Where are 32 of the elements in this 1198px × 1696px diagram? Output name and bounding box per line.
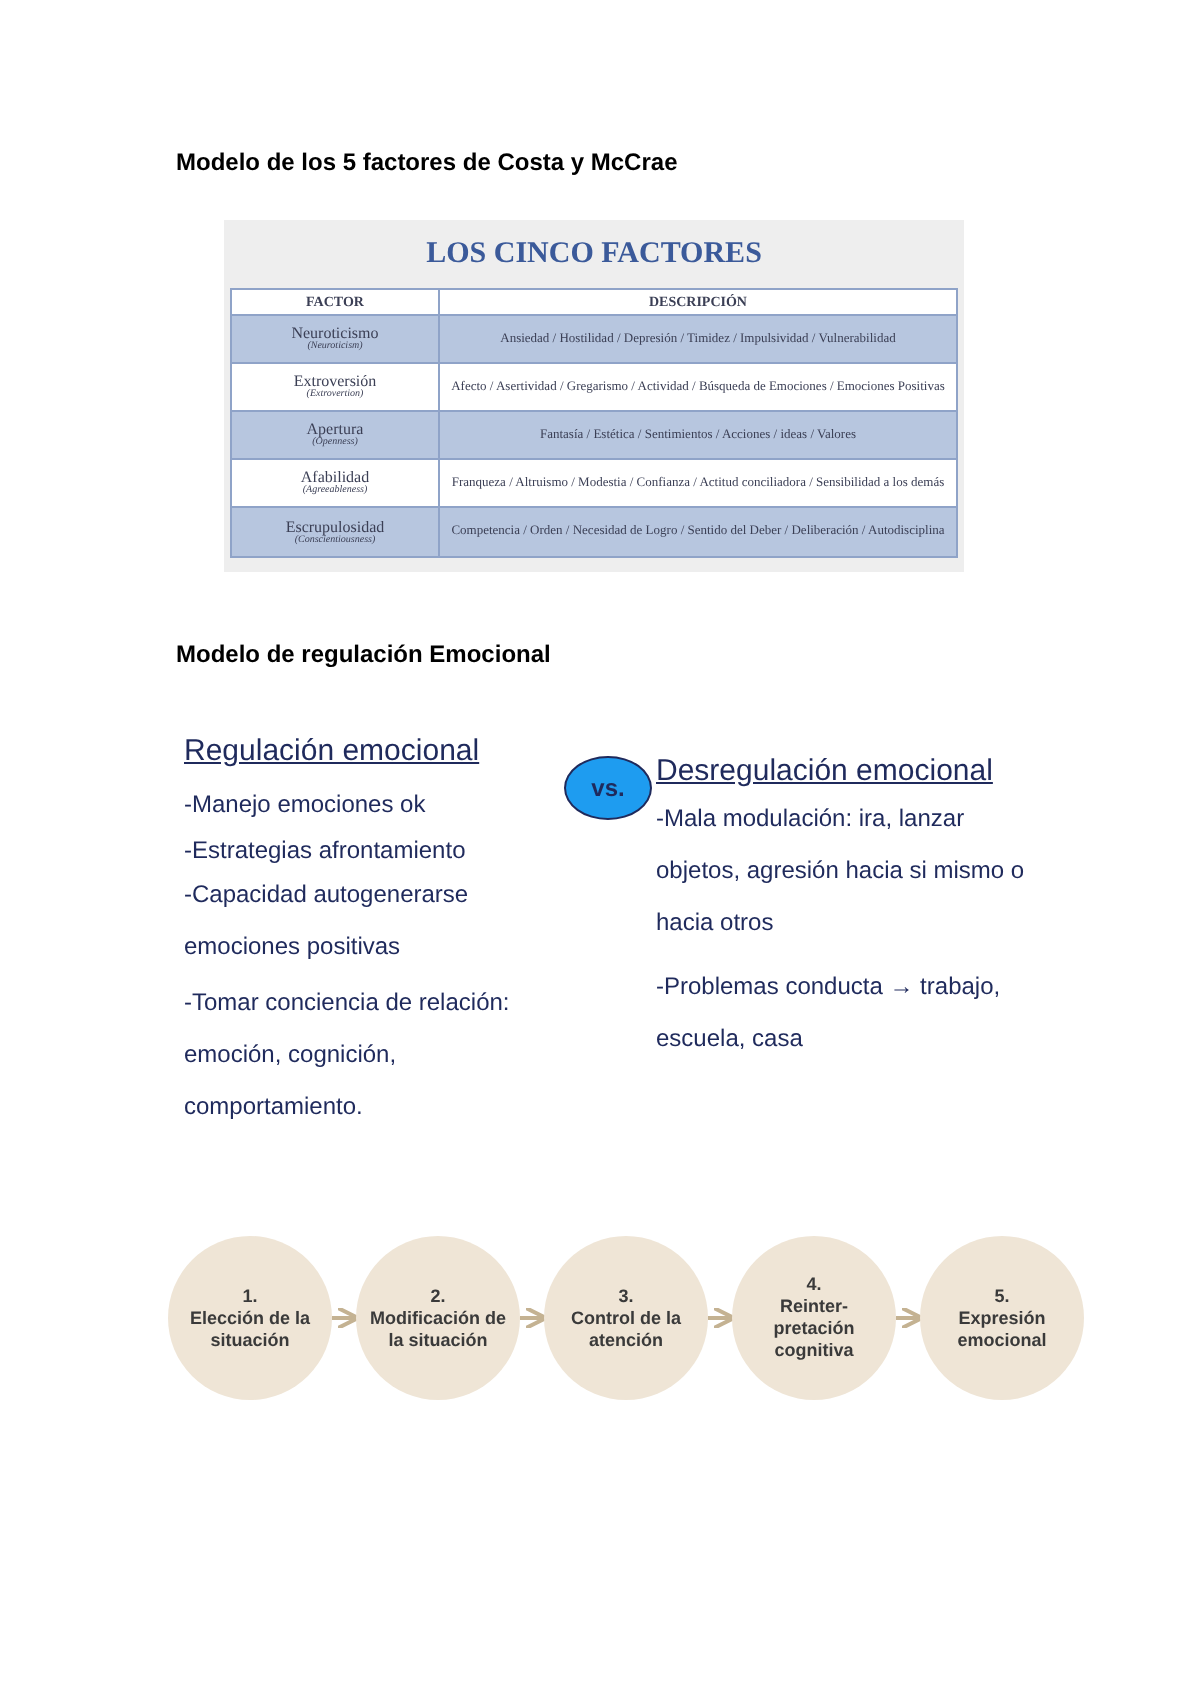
bullet-text: -Manejo emociones ok bbox=[184, 788, 428, 822]
step-number: 4. bbox=[804, 1274, 824, 1296]
vs-text: vs. bbox=[591, 772, 625, 806]
arrow bbox=[896, 1306, 924, 1330]
column-heading: Desregulación emocional bbox=[656, 752, 995, 792]
factor-name: Apertura bbox=[306, 420, 364, 438]
arrow bbox=[708, 1306, 736, 1330]
step-text: Reinter- pretación cognitiva bbox=[771, 1296, 857, 1362]
heading: Modelo de los 5 factores de Costa y McCrae bbox=[176, 146, 678, 180]
factor-name: Extroversión bbox=[293, 372, 377, 390]
factor-name: Afabilidad bbox=[300, 468, 370, 486]
vs-oval bbox=[564, 756, 652, 820]
bullet-text: -Mala modulación: ira, lanzar objetos, agresión hacia si mismo o hacia otros bbox=[656, 802, 1027, 940]
step-text: Modificación de la situación bbox=[367, 1307, 508, 1351]
step-number: 2. bbox=[428, 1285, 448, 1307]
step-text: Elección de la situación bbox=[187, 1307, 313, 1351]
step-number: 5. bbox=[992, 1285, 1012, 1307]
column-heading: Regulación emocional bbox=[184, 732, 482, 772]
step-text: Control de la atención bbox=[568, 1307, 683, 1351]
step-number: 3. bbox=[616, 1285, 636, 1307]
arrow bbox=[332, 1306, 360, 1330]
arrow bbox=[520, 1306, 548, 1330]
step-number: 1. bbox=[240, 1285, 260, 1307]
step-text: Expresión emocional bbox=[955, 1307, 1049, 1351]
factor-name: Neuroticismo bbox=[291, 324, 379, 342]
table-title: LOS CINCO FACTORES bbox=[424, 236, 764, 274]
bullet-text: -Problemas conducta → trabajo, escuela, casa bbox=[656, 970, 1003, 1056]
bullet-text: -Capacidad autogenerarse emociones positivas bbox=[184, 878, 471, 964]
heading: Modelo de regulación Emocional bbox=[176, 638, 551, 672]
bullet-text: -Estrategias afrontamiento bbox=[184, 834, 468, 868]
bullet-text: -Tomar conciencia de relación: emoción, cognición, comportamiento. bbox=[184, 986, 512, 1124]
factor-name: Escrupulosidad bbox=[285, 517, 385, 535]
